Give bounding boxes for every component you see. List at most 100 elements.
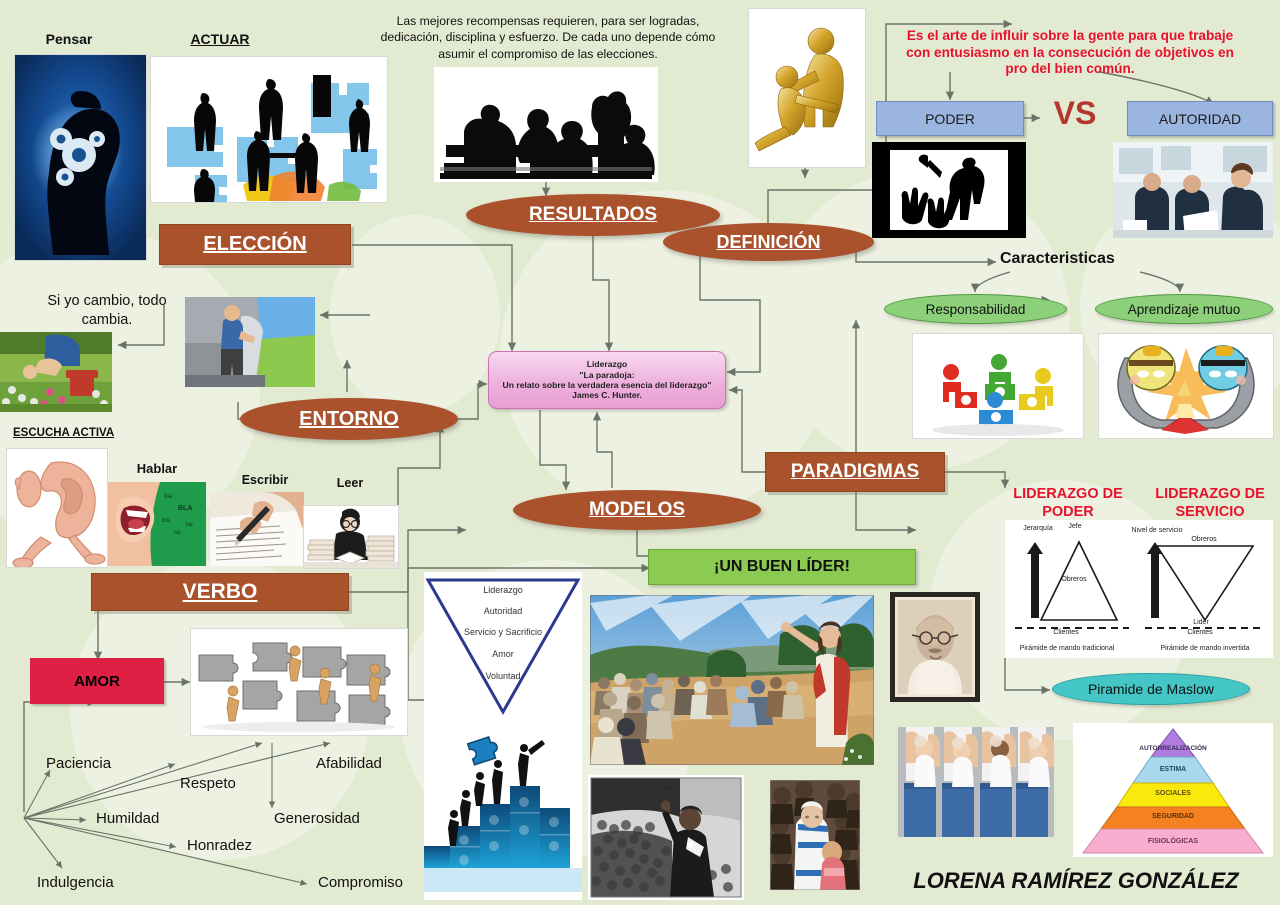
businessmen-puzzle-icon	[151, 57, 387, 202]
definicion-node[interactable]: DEFINICIÓN	[663, 223, 874, 261]
autoridad-image	[1113, 142, 1273, 238]
inverted-triangle-diagram	[424, 572, 582, 720]
verbo-node[interactable]: VERBO	[91, 573, 349, 611]
autoridad-node[interactable]: AUTORIDAD	[1127, 101, 1273, 136]
poder-label: PODER	[925, 110, 975, 127]
golden-figures-helping-icon	[749, 9, 865, 167]
amor-label: AMOR	[74, 672, 120, 690]
leadership-pyramids-diagram	[1005, 520, 1273, 658]
cambio-image	[185, 297, 315, 387]
mlk-image	[588, 775, 744, 900]
man-peeling-gray-to-green-icon	[185, 297, 315, 387]
piramide-maslow-node[interactable]: Piramide de Maslow	[1052, 673, 1250, 705]
resultados-node[interactable]: RESULTADOS	[466, 194, 720, 236]
jesus-image	[590, 595, 874, 765]
quality-respeto: Respeto	[180, 775, 236, 792]
modelos-node[interactable]: MODELOS	[513, 490, 761, 530]
verbo-label: VERBO	[182, 580, 258, 603]
amor-node[interactable]: AMOR	[30, 658, 164, 704]
maslow-pyramid-diagram	[1073, 723, 1273, 857]
maslow-level-seguridad: SEGURIDAD	[1151, 813, 1194, 820]
golden-figures-image	[748, 8, 866, 168]
responsabilidad-label: Responsabilidad	[925, 301, 1026, 317]
eleccion-node[interactable]: ELECCIÓN	[159, 224, 351, 265]
poder-node[interactable]: PODER	[876, 101, 1024, 136]
quote-recompensas: Las mejores recompensas requieren, para …	[380, 14, 716, 61]
modelos-label: MODELOS	[588, 499, 686, 520]
gandhi-image	[890, 592, 980, 702]
puzzle-pieces-teamwork-icon	[191, 629, 407, 735]
quality-paciencia: Paciencia	[46, 755, 112, 772]
paradigmas-node[interactable]: PARADIGMAS	[765, 452, 945, 492]
quality-generosidad: Generosidad	[274, 810, 360, 827]
liderazgo-servicio-title: LIDERAZGO DE SERVICIO	[1155, 486, 1265, 520]
entorno-label: ENTORNO	[299, 407, 399, 430]
power-caption: Pirámide de mando tradicional	[1019, 645, 1115, 652]
svg-text:bla: bla	[164, 494, 173, 500]
label-actuar: ACTUAR	[190, 31, 250, 47]
aprendizaje-mutuo-node[interactable]: Aprendizaje mutuo	[1095, 294, 1273, 324]
resultados-label: RESULTADOS	[528, 204, 658, 225]
definicion-label: DEFINICIÓN	[716, 231, 821, 252]
gandhi-portrait-icon	[890, 592, 980, 702]
central-node[interactable]: Liderazgo "La paradoja: Un relato sobre …	[488, 351, 726, 409]
martin-luther-king-crowd-icon	[588, 775, 744, 900]
entorno-node[interactable]: ENTORNO	[240, 398, 458, 440]
silhouette-beating-icon	[872, 142, 1026, 238]
power-clientes-label: Clientes	[1053, 629, 1079, 636]
man-reading-books-icon	[304, 506, 398, 568]
hablar-label: Hablar	[136, 461, 178, 476]
active-listening-ear-icon	[7, 449, 107, 567]
aprendizaje-mutuo-label: Aprendizaje mutuo	[1127, 301, 1241, 317]
central-line-4: James C. Hunter.	[572, 390, 642, 401]
central-line-1: Liderazgo	[586, 359, 628, 370]
caracteristicas-label: Caracteristicas	[1000, 250, 1115, 267]
leer-image	[303, 505, 399, 569]
pensar-image	[14, 54, 147, 261]
triangle-level-2: Autoridad	[483, 606, 523, 616]
two-faces-reading-book-icon	[1099, 334, 1273, 438]
svg-text:bla: bla	[162, 518, 171, 524]
parents-holding-babies-icon	[898, 727, 1054, 837]
service-axis-label: Nivel de servicio	[1131, 527, 1183, 534]
escribir-image	[210, 492, 304, 566]
triangle-level-1: Liderazgo	[483, 585, 523, 595]
eleccion-label: ELECCIÓN	[203, 233, 307, 255]
service-clientes-label: Clientes	[1187, 629, 1213, 636]
actuar-image	[150, 56, 388, 203]
gardening-image	[0, 332, 112, 412]
service-caption: Pirámide de mando invertida	[1160, 645, 1250, 652]
buen-lider-node[interactable]: ¡UN BUEN LÍDER!	[648, 549, 916, 585]
central-line-3: Un relato sobre la verdadera esencia del…	[502, 380, 712, 390]
central-line-2: "La paradoja:	[579, 369, 635, 380]
watermark-circle	[330, 215, 500, 415]
buen-lider-label: ¡UN BUEN LÍDER!	[714, 558, 850, 575]
service-top-label: Obreros	[1191, 536, 1217, 543]
piramide-maslow-label: Piramide de Maslow	[1087, 681, 1215, 697]
power-axis-label: Jerarquía	[1023, 525, 1053, 532]
si-yo-cambio-label: Si yo cambio, todo cambia.	[47, 293, 167, 328]
jesus-preaching-crowd-icon	[590, 595, 874, 765]
autoridad-label: AUTORIDAD	[1158, 110, 1242, 127]
maslow-level-sociales: SOCIALES	[1155, 790, 1191, 797]
meeting-image	[434, 67, 658, 182]
mother-teresa-children-icon	[770, 780, 860, 890]
power-middle-label: Obreros	[1061, 576, 1087, 583]
aprendizaje-image	[1098, 333, 1274, 439]
leadership-pyramids-icon	[1005, 520, 1273, 658]
ear-image	[6, 448, 108, 568]
colored-figures-gears-icon	[913, 334, 1083, 438]
inverted-pyramid-icon	[424, 572, 582, 720]
escribir-label: Escribir	[241, 473, 289, 487]
svg-text:BLA: BLA	[178, 505, 192, 512]
teresa-image	[770, 780, 860, 890]
quality-humildad: Humildad	[96, 810, 160, 827]
service-bottom-label: Lider	[1193, 619, 1209, 626]
responsabilidad-node[interactable]: Responsabilidad	[884, 294, 1067, 324]
quality-honradez: Honradez	[187, 837, 253, 854]
vs-label: VS	[1053, 95, 1097, 131]
triangle-level-5: Voluntad	[485, 671, 521, 681]
babies-image	[898, 727, 1054, 837]
staircase-image	[424, 720, 582, 900]
